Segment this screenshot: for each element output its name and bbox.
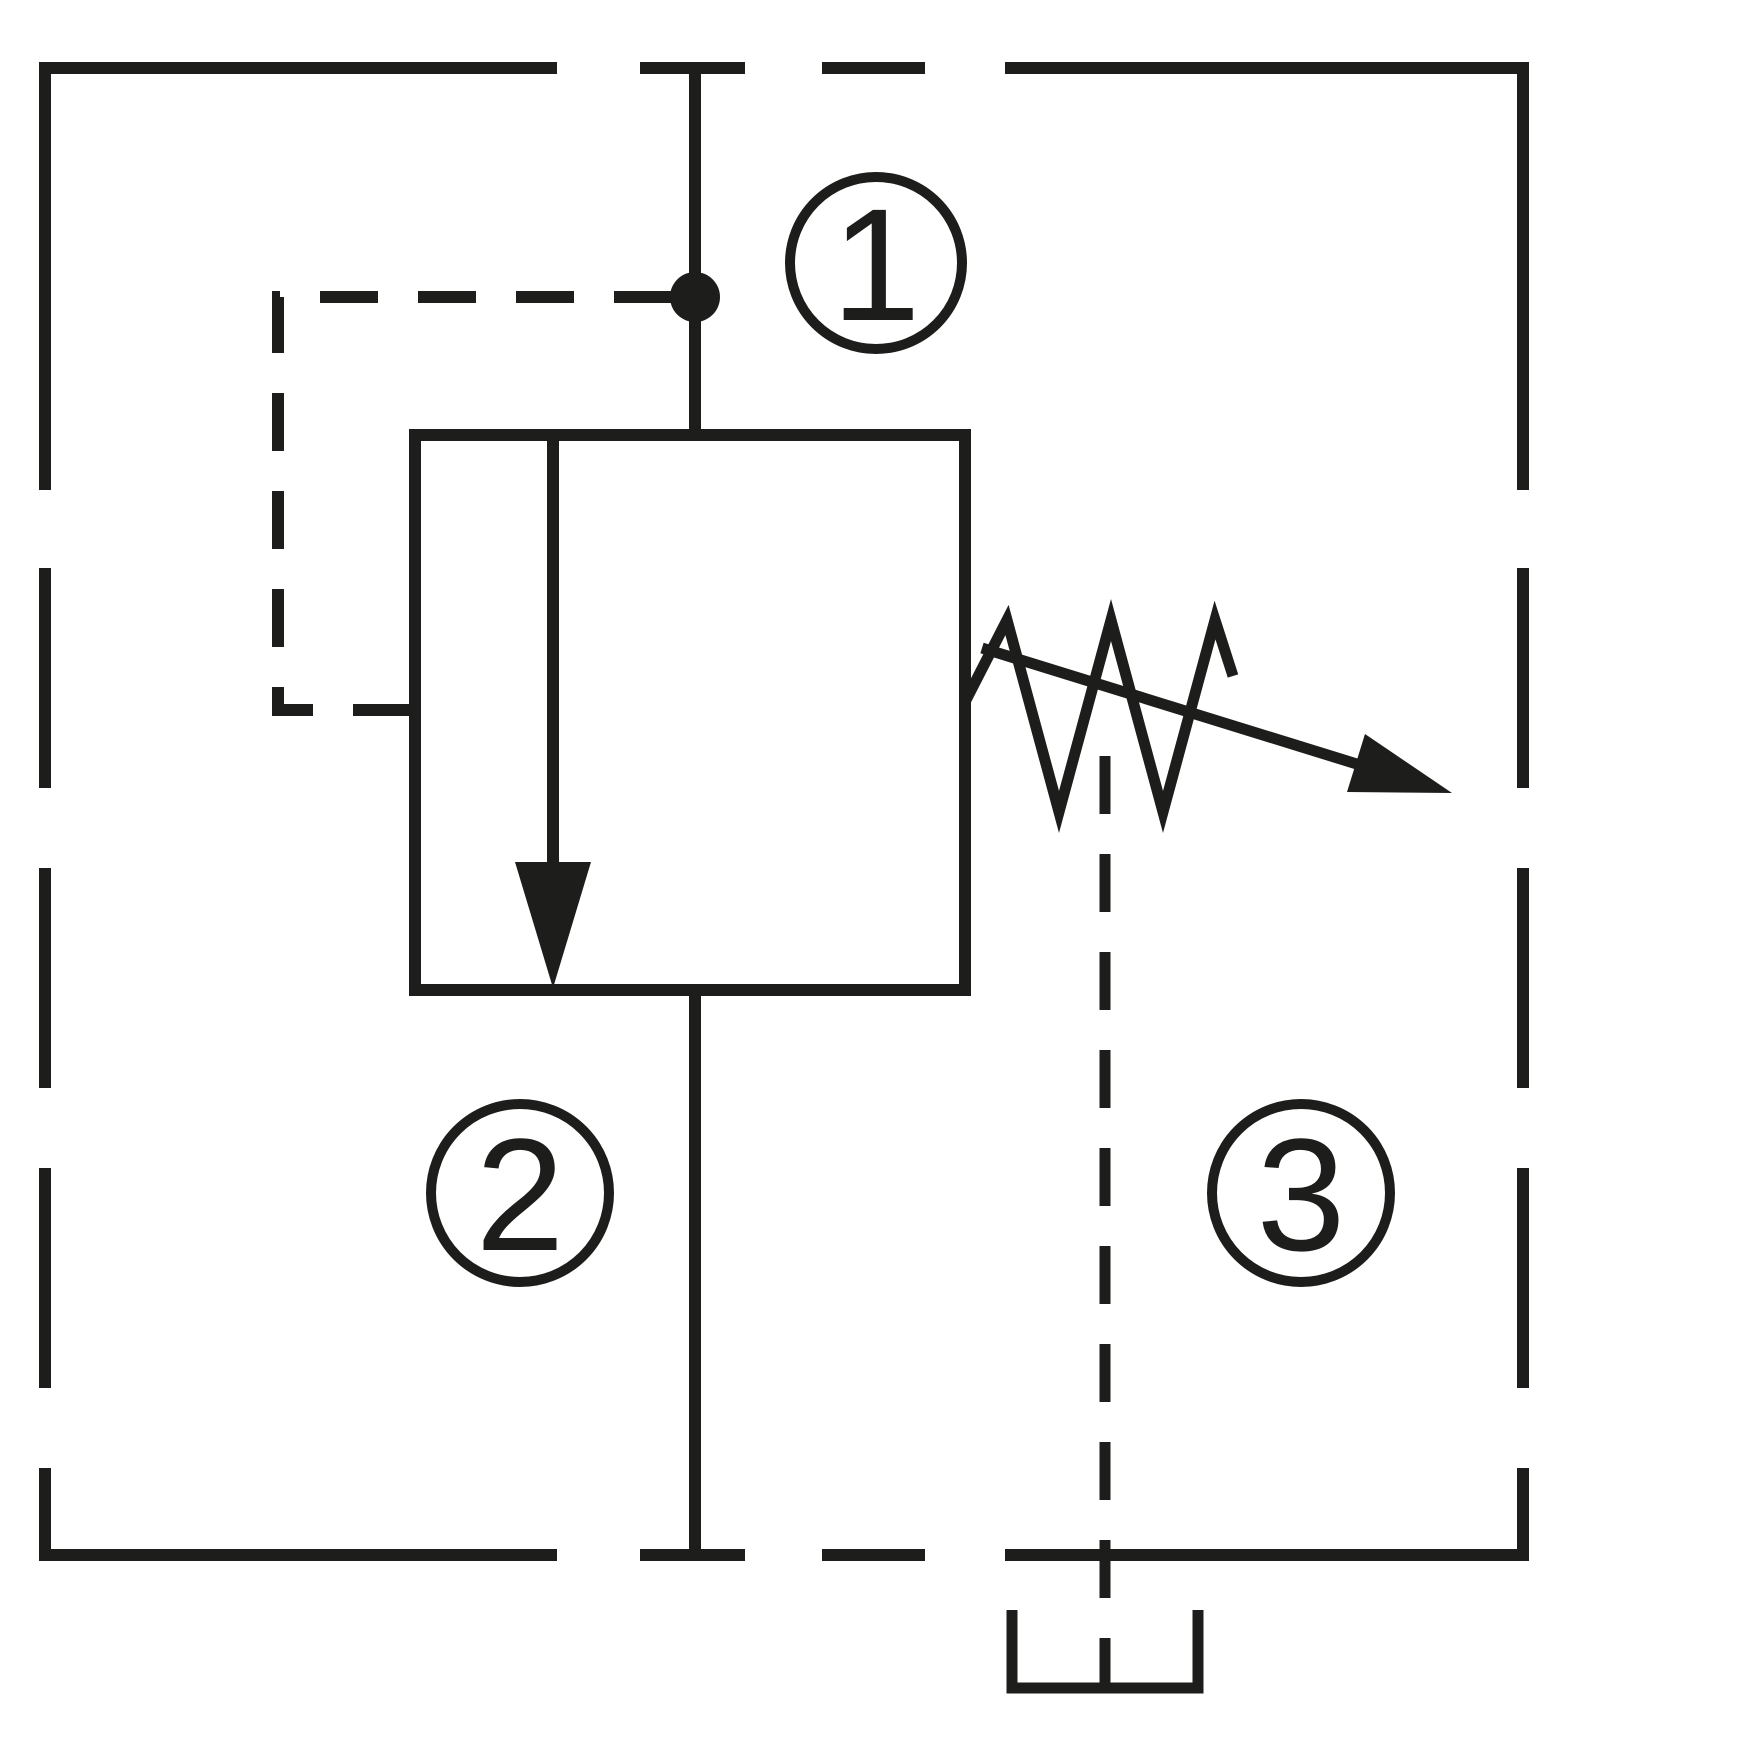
pilot-line — [272, 291, 672, 716]
adjustment-arrow-shaft — [980, 642, 1362, 771]
valve-body — [409, 429, 971, 996]
adjustment-arrow-head — [1347, 734, 1452, 793]
port-3-label: 3 — [1257, 1105, 1346, 1284]
schematic-linework — [39, 62, 1529, 1694]
schematic-fills — [515, 272, 1452, 988]
spring-icon — [960, 598, 1239, 834]
tank-icon — [1006, 1610, 1204, 1694]
junction-dot — [670, 272, 720, 322]
port-3-circle — [1207, 1099, 1395, 1287]
port-1-circle — [785, 172, 967, 354]
port-1-label: 1 — [832, 175, 921, 354]
port-labels: 1 2 3 — [476, 175, 1346, 1284]
port-2-label: 2 — [476, 1105, 565, 1284]
flow-arrow-head — [515, 862, 591, 988]
port-2-circle — [426, 1099, 614, 1287]
